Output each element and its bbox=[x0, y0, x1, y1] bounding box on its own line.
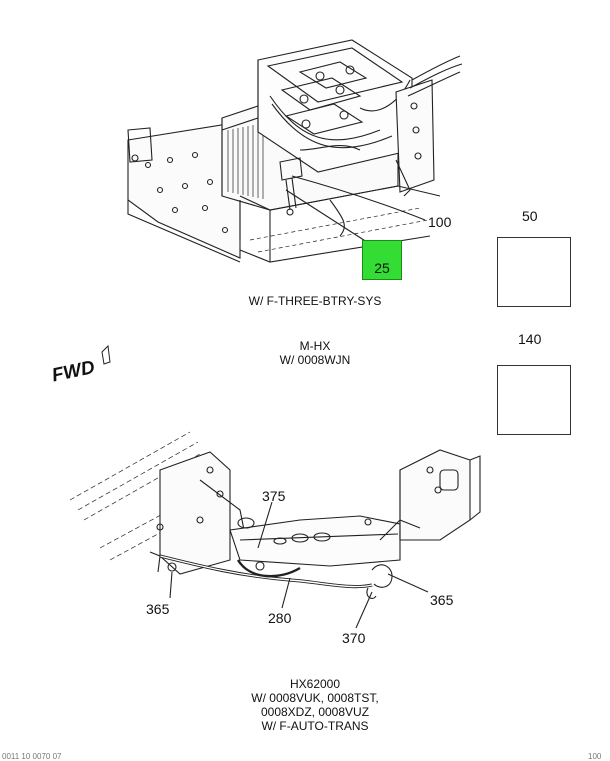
part-50-thumbnail[interactable] bbox=[497, 237, 571, 307]
leader-280 bbox=[281, 577, 291, 609]
leader-370 bbox=[355, 591, 373, 629]
callout-365-right: 365 bbox=[430, 592, 454, 608]
leader-375 bbox=[257, 501, 273, 549]
caption-middle-line1: M-HX bbox=[299, 339, 331, 353]
caption-bottom-line3: 0008XDZ, 0008VUZ bbox=[260, 705, 370, 719]
caption-bottom: HX62000 W/ 0008VUK, 0008TST, 0008XDZ, 00… bbox=[220, 677, 410, 733]
caption-middle: M-HX W/ 0008WJN bbox=[240, 339, 390, 367]
leader-25 bbox=[285, 189, 371, 245]
part-140-thumbnail[interactable] bbox=[497, 365, 571, 435]
callout-280: 280 bbox=[268, 610, 292, 626]
caption-top: W/ F-THREE-BTRY-SYS bbox=[248, 294, 382, 308]
callout-50: 50 bbox=[522, 208, 538, 224]
crossmember-assembly bbox=[69, 431, 481, 599]
callout-365-left: 365 bbox=[146, 601, 170, 617]
fwd-arrow-icon bbox=[101, 344, 111, 365]
leader-100 bbox=[291, 175, 426, 221]
footer-right: 100 bbox=[588, 752, 602, 761]
callout-25-highlight[interactable]: 25 bbox=[362, 240, 402, 280]
leader-365-left bbox=[169, 571, 173, 599]
footer-left: 0011 10 0070 07 bbox=[2, 752, 62, 761]
callout-25: 25 bbox=[374, 260, 390, 276]
caption-bottom-line2: W/ 0008VUK, 0008TST, bbox=[251, 691, 379, 705]
callout-375: 375 bbox=[262, 488, 286, 504]
callout-370: 370 bbox=[342, 630, 366, 646]
callout-100: 100 bbox=[428, 214, 452, 230]
callout-140: 140 bbox=[518, 331, 542, 347]
caption-middle-line2: W/ 0008WJN bbox=[279, 353, 351, 367]
caption-bottom-line1: HX62000 bbox=[289, 677, 341, 691]
battery-box-assembly bbox=[127, 39, 463, 263]
leader-365-right bbox=[387, 573, 429, 593]
caption-bottom-line4: W/ F-AUTO-TRANS bbox=[261, 719, 369, 733]
